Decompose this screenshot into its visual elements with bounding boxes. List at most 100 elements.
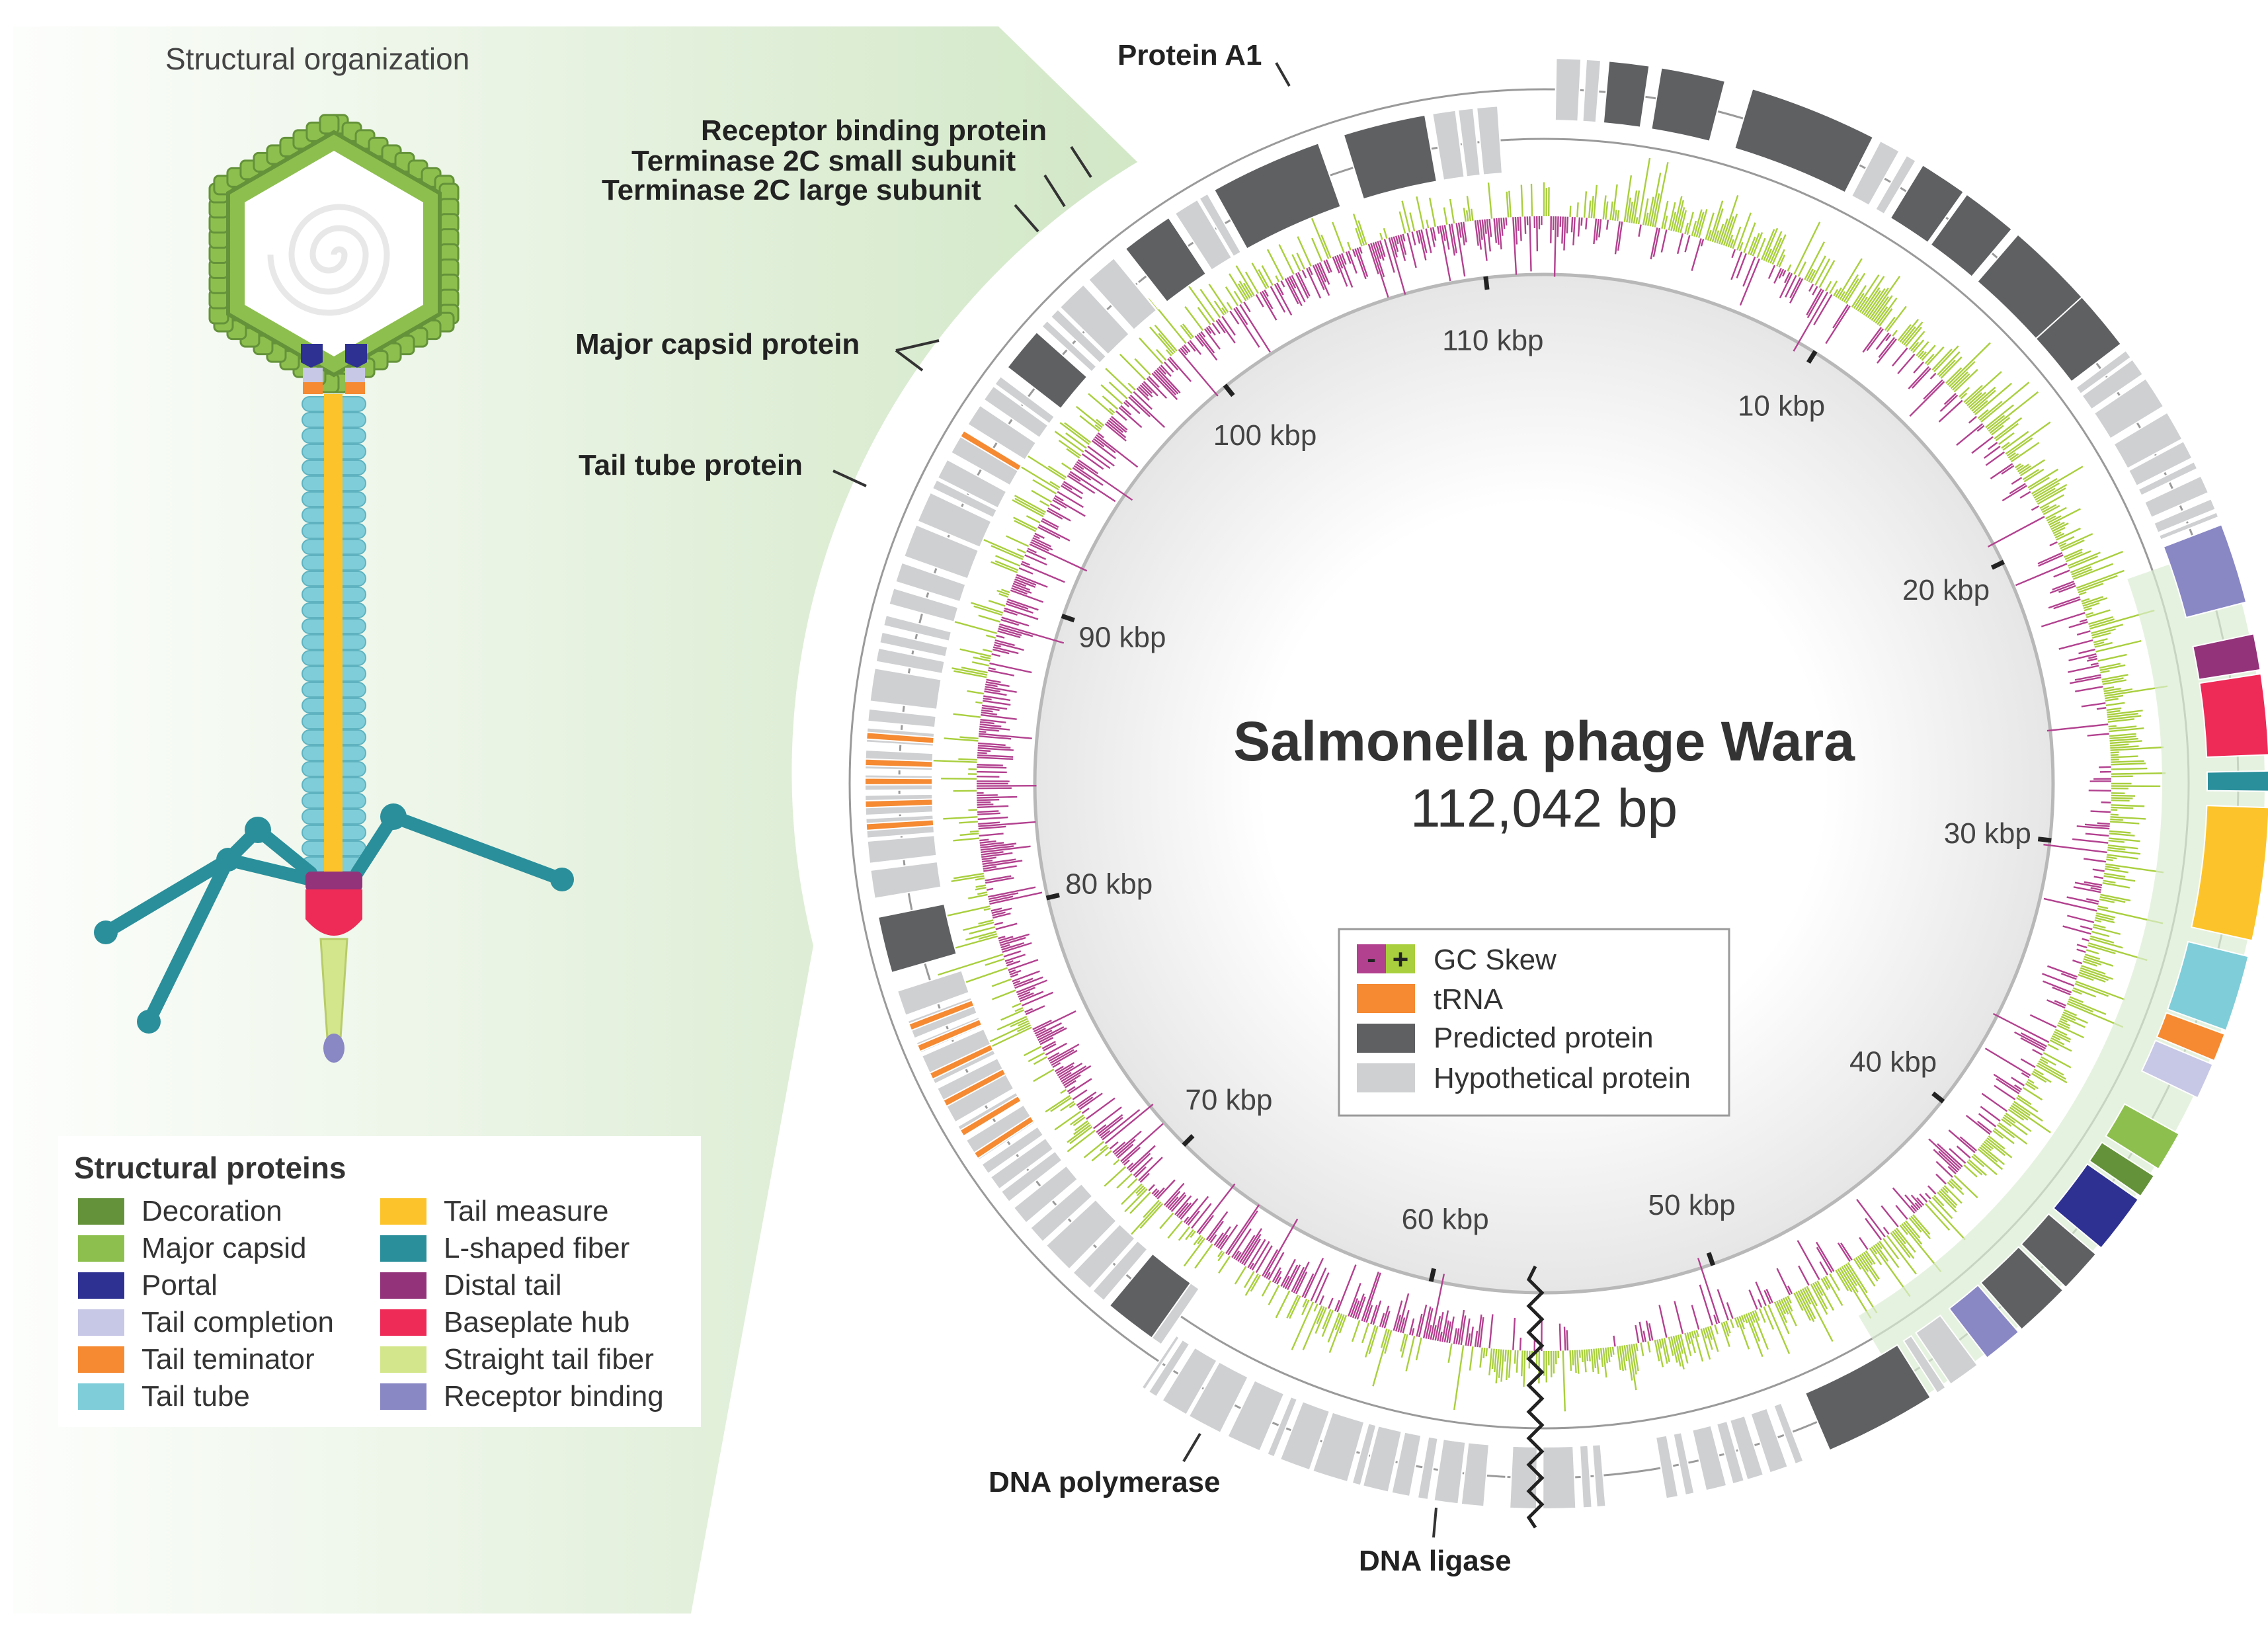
gc-skew-bar — [2110, 746, 2138, 748]
gc-skew-bar — [1692, 239, 1701, 271]
gc-skew-bar — [1357, 248, 1367, 277]
gc-skew-bar — [1637, 1344, 1638, 1352]
gc-skew-bar — [1648, 1341, 1650, 1352]
gc-skew-bar — [1577, 1350, 1578, 1374]
gc-skew-bar — [2044, 899, 2097, 911]
gc-skew-bar — [977, 804, 994, 805]
gc-skew-bar — [2091, 888, 2101, 890]
gc-skew-bar — [953, 714, 980, 717]
gc-skew-bar — [983, 867, 996, 869]
predicted-protein-swatch — [1357, 1024, 1415, 1053]
gc-skew-bar — [1863, 327, 1881, 352]
gc-skew-bar — [1692, 1331, 1694, 1338]
gc-skew-bar — [1033, 1011, 1076, 1032]
tail-completion — [303, 368, 323, 382]
gc-skew-bar — [1902, 327, 1915, 343]
gc-skew-bar — [992, 991, 1016, 1000]
gc-skew-plus-sign: + — [1393, 944, 1409, 975]
gc-skew-bar — [1520, 217, 1521, 241]
gc-skew-bar — [2072, 960, 2082, 963]
gc-skew-bar — [1403, 234, 1405, 241]
gc-skew-bar — [977, 795, 998, 796]
gc-skew-bar — [1160, 1213, 1173, 1229]
gc-skew-bar — [1587, 1350, 1588, 1362]
gc-skew-bar — [1551, 1351, 1552, 1377]
gc-skew-minus-sign: - — [1367, 944, 1375, 973]
gc-skew-bar — [1804, 1287, 1832, 1342]
gc-skew-bar — [933, 760, 977, 762]
gc-skew-bar — [1980, 1147, 1998, 1162]
label-major-capsid-protein: Major capsid protein — [575, 328, 860, 360]
gc-skew-bar — [1110, 382, 1127, 399]
label-terminase-small: Terminase 2C small subunit — [631, 145, 1016, 177]
gc-skew-bar — [1026, 516, 1040, 523]
gc-skew-bar — [1990, 464, 2012, 479]
gc-skew-bar — [1758, 1299, 1762, 1307]
gc-skew-bar — [1354, 214, 1364, 245]
gc-skew-bar — [2084, 859, 2106, 862]
legend-swatch — [78, 1235, 124, 1262]
gc-skew-bar — [1594, 185, 1596, 219]
gc-skew-bar — [2043, 844, 2107, 852]
gc-skew-bar — [2094, 877, 2103, 878]
gc-skew-bar — [1592, 196, 1594, 218]
gc-skew-bar — [1240, 305, 1270, 352]
gc-skew-bar — [1564, 217, 1565, 251]
gc-skew-bar — [1584, 191, 1586, 218]
gc-skew-bar — [1644, 1331, 1646, 1342]
gc-skew-bar — [1070, 471, 1115, 501]
gc-skew-bar — [1505, 1350, 1506, 1362]
gc-skew-bar — [975, 878, 985, 879]
gc-skew-bar — [1186, 282, 1215, 322]
gc-skew-bar — [1646, 213, 1648, 225]
gc-skew-bar — [1816, 1242, 1834, 1271]
gc-skew-bar — [996, 924, 1018, 930]
hypothetical-protein-gene — [1592, 1444, 1605, 1507]
gc-skew-bar — [979, 827, 1006, 829]
gc-skew-bar — [967, 691, 983, 694]
gc-skew-bar — [1988, 442, 1998, 449]
gc-skew-bar — [980, 841, 996, 843]
gc-skew-bar — [1416, 196, 1424, 229]
gc-skew-bar — [1799, 1266, 1809, 1285]
gc-skew-bar — [1610, 202, 1612, 220]
gc-skew-bar — [1737, 253, 1746, 278]
gc-skew-bar — [1777, 1268, 1790, 1295]
gc-skew-bar — [1049, 466, 1067, 477]
gc-skew-bar — [1352, 1320, 1359, 1341]
fiber-joint — [380, 803, 407, 830]
hypothetical-protein-gene — [1580, 1446, 1592, 1508]
gc-skew-bar — [1563, 1351, 1565, 1412]
gc-skew-bar — [1567, 217, 1568, 233]
gc-skew-bar — [2107, 711, 2120, 713]
gc-skew-bar — [1594, 1349, 1596, 1368]
legend-label: Receptor binding — [444, 1380, 664, 1412]
gc-skew-bar — [1492, 1349, 1494, 1369]
gc-skew-bar — [992, 979, 1011, 987]
genome-length: 112,042 bp — [1410, 778, 1678, 838]
gc-skew-bar — [959, 821, 978, 823]
gc-skew-bar — [1930, 373, 1935, 378]
gc-skew-bar — [2038, 553, 2062, 563]
gc-skew-bar — [1640, 1322, 1643, 1342]
gc-skew-bar — [1065, 423, 1090, 442]
gc-skew-bar — [1141, 1204, 1163, 1228]
gc-skew-bar — [2085, 825, 2110, 827]
gc-skew-bar — [1494, 218, 1496, 243]
gc-skew-bar — [978, 743, 1006, 745]
fiber-tip — [94, 920, 118, 944]
gc-skew-bar — [1844, 279, 1859, 302]
gc-skew-bar — [1974, 1155, 1997, 1175]
label-dna-ligase: DNA ligase — [1359, 1545, 1512, 1577]
gc-skew-bar — [1613, 1336, 1615, 1346]
gc-skew-bar — [2077, 950, 2086, 952]
gc-skew-bar — [1523, 1351, 1525, 1387]
gc-skew-bar — [1348, 242, 1350, 250]
gc-skew-bar — [2059, 640, 2093, 649]
gc-skew-bar — [958, 759, 977, 760]
gc-skew-bar — [2042, 973, 2074, 985]
gc-skew-bar — [1605, 1348, 1607, 1363]
gc-skew-bar — [984, 691, 1006, 695]
